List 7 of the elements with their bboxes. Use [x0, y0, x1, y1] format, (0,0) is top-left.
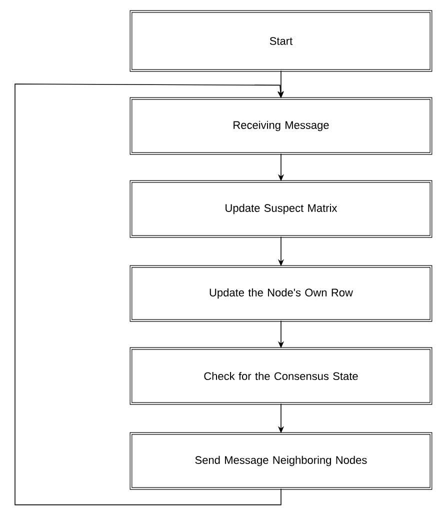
- arrow: [14, 84, 284, 506]
- process-box: Send Message Neighboring Nodes: [130, 432, 432, 490]
- process-box: Check for the Consensus State: [130, 347, 432, 405]
- process-box: Update Suspect Matrix: [130, 180, 432, 238]
- process-box: Receiving Message: [130, 97, 432, 155]
- process-box: Start: [130, 10, 432, 72]
- process-box: Update the Node's Own Row: [130, 265, 432, 322]
